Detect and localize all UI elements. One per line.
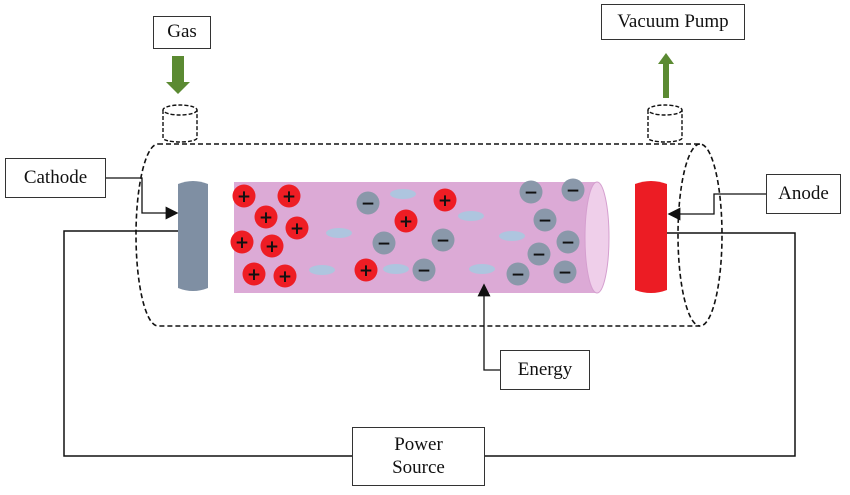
negative-ion-sign: −	[361, 194, 375, 214]
vacuum-out-arrow	[658, 53, 674, 98]
negative-ion: −	[553, 260, 577, 284]
energy-cloud	[309, 265, 335, 275]
wire-left	[63, 230, 352, 457]
anode-label-text: Anode	[778, 182, 829, 204]
positive-ion-sign: +	[359, 261, 373, 281]
negative-ion-sign: −	[511, 265, 525, 285]
positive-ion: +	[232, 184, 256, 208]
positive-ion-sign: +	[282, 187, 296, 207]
power-source-label: Power Source	[352, 427, 485, 486]
power-source-line2: Source	[392, 456, 445, 478]
negative-ion-sign: −	[558, 263, 572, 283]
cathode-label-text: Cathode	[23, 166, 88, 188]
energy-clouds	[309, 189, 525, 275]
energy-cloud	[469, 264, 495, 274]
negative-ion-sign: −	[561, 233, 575, 253]
vacuum-pump-label-text: Vacuum Pump	[617, 10, 729, 32]
negative-ion: −	[561, 178, 585, 202]
gas-label-text: Gas	[167, 21, 197, 43]
cathode-electrode	[178, 181, 208, 291]
positive-ion-sign: +	[265, 237, 279, 257]
gas-inlet-port	[162, 104, 198, 143]
positive-ion: +	[273, 264, 297, 288]
positive-ion: +	[285, 216, 309, 240]
positive-ion: +	[277, 184, 301, 208]
gas-label: Gas	[153, 16, 211, 49]
positive-ion: +	[433, 188, 457, 212]
negative-ion-sign: −	[524, 183, 538, 203]
positive-ion-sign: +	[438, 191, 452, 211]
negative-ion: −	[506, 262, 530, 286]
positive-ion: +	[394, 209, 418, 233]
anode-electrode	[635, 181, 667, 293]
negative-ion: −	[356, 191, 380, 215]
negative-ion-sign: −	[417, 261, 431, 281]
negative-ion-sign: −	[377, 234, 391, 254]
vacuum-pump-label: Vacuum Pump	[601, 4, 745, 40]
positive-ion-sign: +	[247, 265, 261, 285]
gas-in-arrow	[166, 56, 190, 94]
negative-ion: −	[556, 230, 580, 254]
energy-label: Energy	[500, 350, 590, 390]
positive-ion: +	[354, 258, 378, 282]
positive-ion: +	[254, 205, 278, 229]
energy-cloud	[326, 228, 352, 238]
energy-cloud	[458, 211, 484, 221]
wire-right	[485, 232, 796, 457]
tube-outline	[135, 143, 723, 327]
negative-ion: −	[527, 242, 551, 266]
positive-ion-sign: +	[399, 212, 413, 232]
positive-ion-sign: +	[237, 187, 251, 207]
positive-ion: +	[242, 262, 266, 286]
power-source-line1: Power	[394, 433, 443, 455]
anode-pointer	[667, 193, 766, 221]
energy-pointer	[477, 283, 500, 371]
energy-label-text: Energy	[517, 358, 573, 380]
negative-ion-sign: −	[532, 245, 546, 265]
negative-ion: −	[372, 231, 396, 255]
negative-ion: −	[412, 258, 436, 282]
energy-cloud	[390, 189, 416, 199]
positive-ion-sign: +	[278, 267, 292, 287]
energy-cloud	[383, 264, 409, 274]
positive-ion-sign: +	[235, 233, 249, 253]
ion-particles: +++++++++++−−−−−−−−−−−	[230, 178, 585, 288]
cathode-pointer	[106, 177, 179, 220]
positive-ion-sign: +	[290, 219, 304, 239]
negative-ion-sign: −	[538, 211, 552, 231]
negative-ion-sign: −	[566, 181, 580, 201]
cathode-label: Cathode	[5, 158, 106, 198]
positive-ion-sign: +	[259, 208, 273, 228]
energy-cloud	[499, 231, 525, 241]
positive-ion: +	[260, 234, 284, 258]
negative-ion: −	[519, 180, 543, 204]
negative-ion: −	[533, 208, 557, 232]
anode-label: Anode	[766, 174, 841, 214]
negative-ion-sign: −	[436, 231, 450, 251]
negative-ion: −	[431, 228, 455, 252]
positive-ion: +	[230, 230, 254, 254]
vacuum-outlet-port	[647, 104, 683, 143]
